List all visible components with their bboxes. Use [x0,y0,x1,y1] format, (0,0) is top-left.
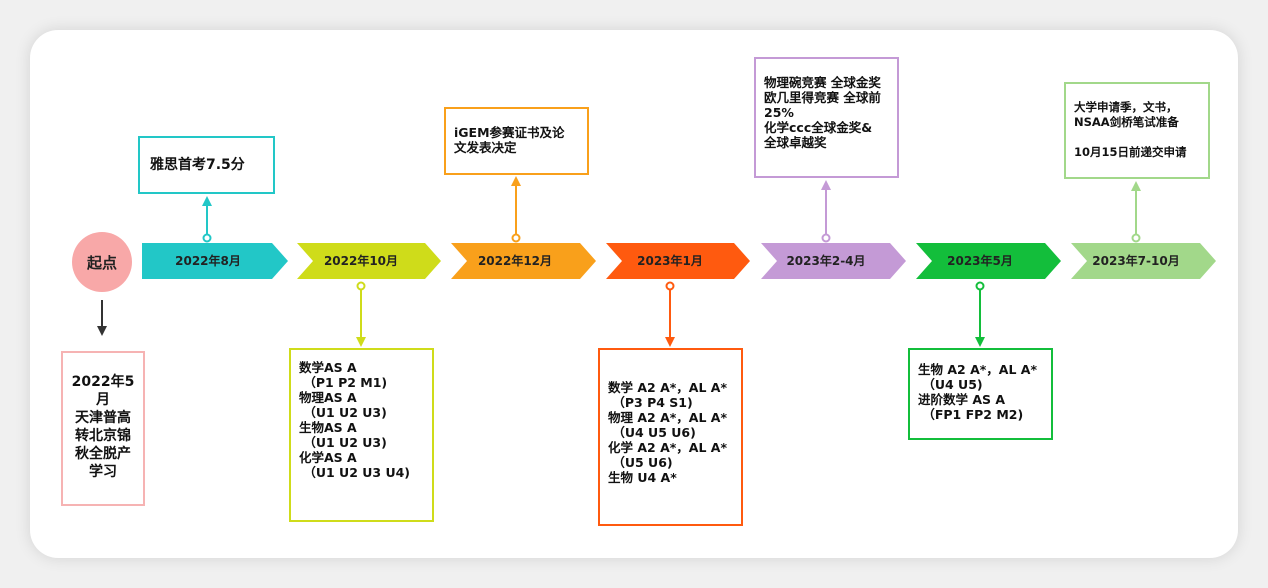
note-2023-05: 生物 A2 A*，AL A* （U4 U5) 进阶数学 AS A （FP1 FP… [908,348,1053,440]
note-2023-01: 数学 A2 A*，AL A* （P3 P4 S1) 物理 A2 A*，AL A*… [598,348,743,526]
date-label: 2022年8月 [175,254,241,268]
date-label: 2022年12月 [477,254,553,268]
chevron-2023-07 [1071,243,1216,279]
note-2022-10: 数学AS A （P1 P2 M1) 物理AS A （U1 U2 U3) 生物AS… [289,348,434,522]
chevron-2022-08 [142,243,288,279]
connector-2022-12 [511,176,521,243]
date-label: 2023年1月 [637,254,703,268]
chevron-2023-02 [761,243,906,279]
start-label: 起点 [86,253,117,272]
note-2022-08: 雅思首考7.5分 [138,136,275,194]
note-2023-07: 大学申请季，文书， NSAA剑桥笔试准备 10月15日前递交申请 [1064,82,1210,179]
start-arrowhead [97,326,107,336]
connector-2023-02 [821,180,831,243]
note-2023-02: 物理碗竞赛 全球金奖 欧几里得竞赛 全球前 25% 化学ccc全球金奖& 全球卓… [754,57,899,178]
connector-2022-08 [202,196,212,243]
connector-2023-01 [665,281,675,347]
start-circle: 起点 [72,232,132,292]
date-label: 2023年2-4月 [786,254,866,268]
start-note: 2022年5 月 天津普高 转北京锦 秋全脱产 学习 [61,351,145,506]
chevron-2023-01 [606,243,750,279]
chevron-2022-12 [451,243,596,279]
connector-2023-07 [1131,181,1141,243]
date-label: 2023年5月 [947,254,1013,268]
date-label: 2022年10月 [323,254,399,268]
chevron-2023-05 [916,243,1061,279]
connector-2023-05 [975,281,985,347]
note-2022-12: iGEM参赛证书及论 文发表决定 [444,107,589,175]
connector-2022-10 [356,281,366,347]
date-label: 2023年7-10月 [1092,254,1180,268]
chevron-2022-10 [297,243,441,279]
